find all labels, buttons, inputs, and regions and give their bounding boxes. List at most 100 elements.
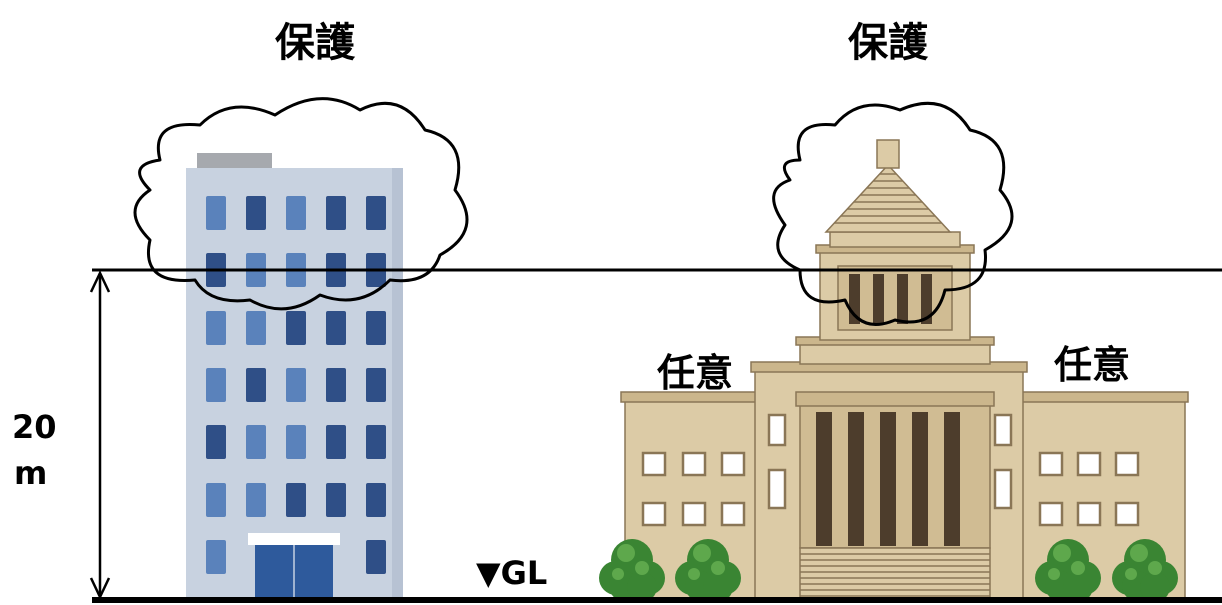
portico-column <box>944 412 960 546</box>
spire-top <box>876 139 900 169</box>
height-unit: m <box>14 454 47 492</box>
wing-window <box>1114 451 1140 477</box>
office-window <box>366 425 386 459</box>
office-window <box>246 483 266 517</box>
office-window <box>286 483 306 517</box>
office-window <box>366 483 386 517</box>
protect-label-left: 保護 <box>275 20 356 66</box>
office-window <box>366 540 386 574</box>
arrowhead-down-icon <box>89 577 111 600</box>
hall-window <box>767 468 787 510</box>
tree <box>1035 539 1101 602</box>
tree-foliage <box>1140 572 1170 602</box>
office-window <box>246 368 266 402</box>
office-window <box>286 425 306 459</box>
hall-window <box>767 413 787 447</box>
height-dimension-arrow <box>89 270 111 600</box>
office-window <box>206 483 226 517</box>
tree-highlight <box>1048 568 1060 580</box>
wing-window <box>681 501 707 527</box>
tree <box>1112 539 1178 602</box>
office-window <box>326 368 346 402</box>
wing-window <box>720 501 746 527</box>
wing-window <box>1038 501 1064 527</box>
tree <box>675 539 741 602</box>
optional-label-left: 任意 <box>657 351 733 395</box>
tree-foliage <box>1063 572 1093 602</box>
protection-cloud-left <box>133 97 469 311</box>
portico-column <box>848 412 864 546</box>
office-building <box>186 153 403 600</box>
tower-upper-tier <box>829 231 961 248</box>
office-window <box>366 196 386 230</box>
tower-slit <box>921 274 932 324</box>
office-window <box>286 368 306 402</box>
right-wing-cornice <box>1015 391 1189 403</box>
office-window <box>366 368 386 402</box>
wing-window <box>1076 451 1102 477</box>
office-window <box>326 311 346 345</box>
office-window <box>286 196 306 230</box>
office-window <box>206 425 226 459</box>
portico-column <box>912 412 928 546</box>
tree-foliage <box>627 572 657 602</box>
office-window <box>246 196 266 230</box>
hall-window <box>993 413 1013 447</box>
office-windows <box>206 196 386 574</box>
office-window <box>286 311 306 345</box>
ground-level-label: ▼GL <box>476 554 547 592</box>
wing-window <box>641 451 667 477</box>
tree-highlight <box>711 561 725 575</box>
protection-cloud-right <box>772 101 1014 326</box>
office-side-shade <box>392 168 403 600</box>
office-roof-unit <box>197 153 272 170</box>
protect-label-right: 保護 <box>848 20 929 66</box>
portico-columns <box>816 412 960 546</box>
tree-highlight <box>1148 561 1162 575</box>
tree-highlight <box>1053 544 1071 562</box>
optional-label-right: 任意 <box>1054 343 1130 387</box>
tree-foliage <box>703 572 733 602</box>
tree-highlight <box>635 561 649 575</box>
wing-window <box>1038 451 1064 477</box>
wing-window <box>1114 501 1140 527</box>
wing-window <box>641 501 667 527</box>
tree-highlight <box>1130 544 1148 562</box>
office-window <box>246 311 266 345</box>
tree <box>599 539 665 602</box>
tower-slit <box>897 274 908 324</box>
wing-window <box>720 451 746 477</box>
office-window <box>366 311 386 345</box>
hall-window <box>993 468 1013 510</box>
diet-building <box>599 139 1189 602</box>
tree-highlight <box>617 544 635 562</box>
office-window <box>206 311 226 345</box>
diet-windows <box>641 413 1140 527</box>
trees <box>599 539 1178 602</box>
wing-window <box>1076 501 1102 527</box>
office-window <box>326 483 346 517</box>
tree-highlight <box>1071 561 1085 575</box>
office-window <box>246 425 266 459</box>
portico-column <box>816 412 832 546</box>
office-entrance-canopy <box>248 533 340 545</box>
portico-column <box>880 412 896 546</box>
stair-steps <box>800 553 990 597</box>
tower-slit <box>873 274 884 324</box>
office-window <box>326 425 346 459</box>
office-window <box>326 196 346 230</box>
front-stairs <box>799 547 991 601</box>
tree-highlight <box>1125 568 1137 580</box>
office-window <box>206 196 226 230</box>
portico-cornice <box>795 391 995 407</box>
office-window <box>206 368 226 402</box>
office-window <box>206 540 226 574</box>
tower-slit <box>849 274 860 324</box>
tree-highlight <box>688 568 700 580</box>
tower-slits <box>849 274 932 324</box>
tree-highlight <box>612 568 624 580</box>
pyramid-roof <box>824 163 952 233</box>
height-value: 20 <box>12 408 57 446</box>
arrowhead-up-icon <box>89 270 111 293</box>
